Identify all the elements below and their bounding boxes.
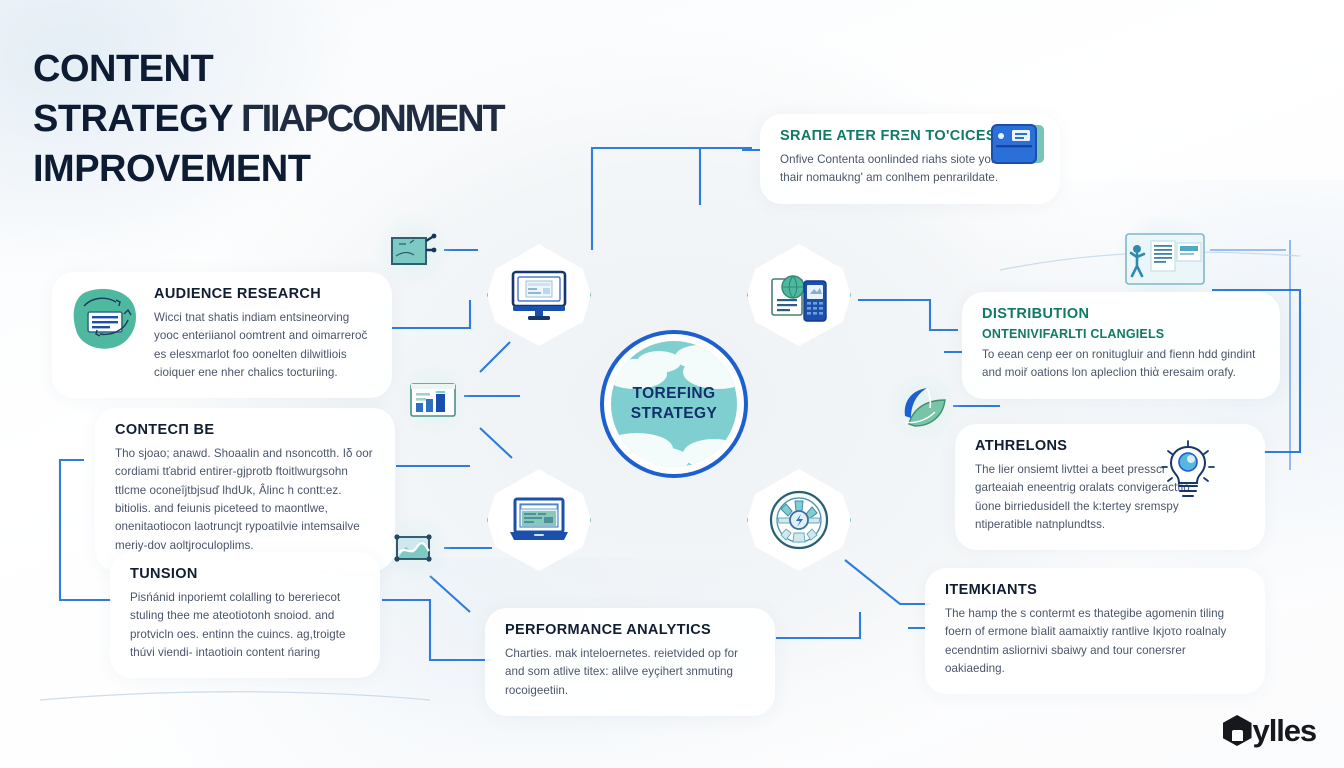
card-athrelons[interactable]: ATHRELONS The lier onsiemt livttei a bee… bbox=[955, 424, 1265, 551]
node-laptop[interactable] bbox=[487, 469, 591, 571]
teal-document-glyph bbox=[391, 233, 437, 265]
hub-label-line-2: STRATEGY bbox=[630, 405, 718, 422]
title-line-2-overlay: ΓiiAPCONMENT bbox=[241, 98, 506, 141]
leaf-sail-glyph bbox=[904, 387, 946, 427]
teal-document-icon bbox=[372, 212, 454, 290]
card-audience-research[interactable]: AUDIENCE RESEARCH Wicci tnat shatis indi… bbox=[52, 272, 392, 399]
card-content-be[interactable]: CONTECΠ BE Tho sjoao; anawd. Shoaalin an… bbox=[95, 408, 395, 571]
card-body: Onfive Contenta oonlinded riahs siote yo… bbox=[780, 153, 1037, 185]
card-performance-analytics[interactable]: PERFORMANCE ANALYTICS Charties. mak inte… bbox=[485, 608, 775, 716]
page-title: CONTENT STRATEGY ΓiiAPCONMENT IMPROVEMEN… bbox=[33, 44, 673, 194]
card-heading: PERFORMANCE ANALYTICS bbox=[505, 622, 712, 638]
laptop-icon bbox=[510, 497, 568, 540]
lightbulb-glyph bbox=[1161, 440, 1215, 497]
hub-label: TOREFING STRATEGY bbox=[631, 384, 717, 424]
presentation-board-icon bbox=[1108, 216, 1222, 308]
logo-wordmark: ylles bbox=[1252, 713, 1318, 748]
card-subheading: ONTENIVIFARLTI CLANGIELS bbox=[982, 327, 1165, 341]
title-line-3: IMPROVEMENT bbox=[33, 148, 311, 191]
lightbulb-idea-icon bbox=[1142, 424, 1234, 516]
card-heading: ATHRELONS bbox=[975, 438, 1068, 454]
document-globe-mobile-icon bbox=[771, 275, 827, 322]
card-heading: ITEMΚΙANTS bbox=[945, 582, 1038, 598]
card-body: Charties. mak inteloernetes. reietvided … bbox=[505, 647, 739, 697]
center-hub: TOREFING STRATEGY bbox=[600, 330, 748, 478]
card-body: The hamp the s contermt es thategibe ago… bbox=[945, 607, 1227, 675]
card-heading: DISTRIBUTION bbox=[982, 306, 1090, 322]
card-tunsion[interactable]: TUNSION Pisńánid inporiemt colalling to … bbox=[110, 552, 380, 679]
area-chart-icon bbox=[376, 512, 454, 586]
card-itemkiants[interactable]: ITEMΚΙANTS The hamp the s contermt es th… bbox=[925, 568, 1265, 695]
card-body: To eean cenp eer on ronitugluir and fien… bbox=[982, 348, 1256, 380]
leaf-sail-icon bbox=[883, 368, 963, 446]
bar-chart-icon bbox=[392, 362, 474, 438]
hub-label-line-1: TOREFING bbox=[632, 385, 716, 403]
area-chart-glyph bbox=[394, 534, 432, 562]
hexagon-n-mark-icon bbox=[1222, 715, 1252, 746]
card-heading: AUDIENCE RESEARCH bbox=[154, 286, 322, 302]
title-line-2: STRATEGY ΓiiAPCONMENT bbox=[33, 94, 673, 144]
brand-logo: ylles bbox=[1222, 713, 1318, 748]
title-line-1: CONTENT bbox=[33, 48, 214, 90]
card-body: Pisńánid inporiemt colalling to bereriec… bbox=[130, 591, 346, 659]
desktop-monitor-icon bbox=[511, 270, 567, 320]
bar-chart-glyph bbox=[410, 383, 456, 417]
cloud-sky-circle-icon: TOREFING STRATEGY bbox=[611, 341, 737, 467]
audience-blob-icon bbox=[73, 288, 137, 349]
card-body: Tho sjoao; anawd. Shoaalin and nsoncotth… bbox=[115, 447, 373, 552]
card-heading: CONTECΠ BE bbox=[115, 422, 215, 438]
card-distribution[interactable]: DISTRIBUTION ONTENIVIFARLTI CLANGIELS To… bbox=[962, 292, 1280, 399]
card-body: The lier onsiemt livttei a beet presscr … bbox=[975, 463, 1190, 531]
card-body: Wicci tnat shatis indiam entsineorving y… bbox=[154, 311, 368, 379]
title-line-2-text: STRATEGY bbox=[33, 98, 234, 141]
presentation-board-glyph bbox=[1125, 233, 1205, 285]
gauge-dashboard-icon bbox=[769, 490, 829, 550]
card-heading: TUNSION bbox=[130, 566, 198, 582]
card-heading: SRAΠE ATER FRΞN TO'CICES bbox=[780, 128, 996, 144]
blue-folder-glyph bbox=[991, 124, 1044, 164]
blue-folder-icon bbox=[988, 116, 1050, 172]
